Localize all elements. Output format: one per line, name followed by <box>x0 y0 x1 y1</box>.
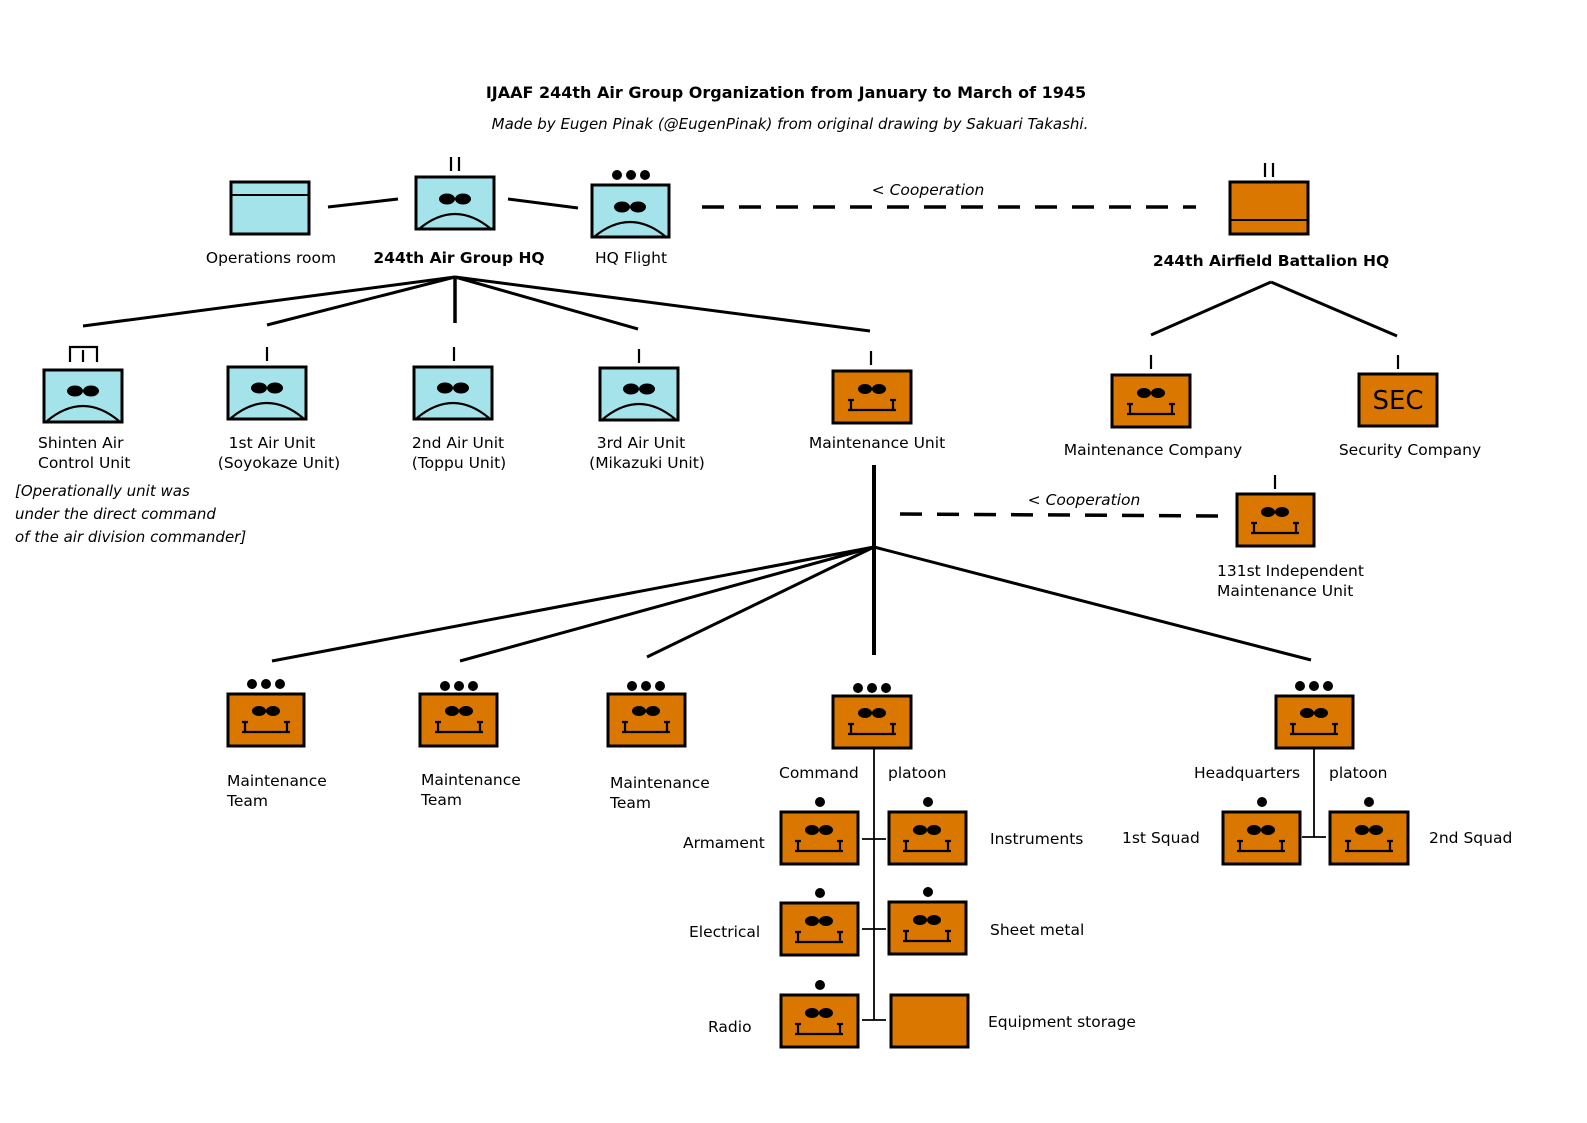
squad-2-symbol <box>1328 797 1410 866</box>
maintenance-team-1-label-line2: Team <box>226 792 268 810</box>
independent-unit-label-line2: Maintenance Unit <box>1217 582 1353 600</box>
squad-1-symbol <box>1221 797 1302 866</box>
maintenance-company-label: Maintenance Company <box>1064 441 1243 459</box>
diagram-title: IJAAF 244th Air Group Organization from … <box>486 83 1086 102</box>
hq-flight-symbol <box>590 170 671 239</box>
cooperation-label-mid: < Cooperation <box>1028 491 1141 509</box>
air-group-hq-label: 244th Air Group HQ <box>373 249 544 267</box>
command-label: Command <box>779 764 859 782</box>
air-unit-3-symbol <box>598 349 680 422</box>
headquarters-platoon-symbol <box>1274 681 1355 750</box>
maintenance-company-symbol <box>1110 355 1192 429</box>
connectors <box>82 197 1398 1021</box>
hq-flight-label: HQ Flight <box>595 249 667 267</box>
maintenance-unit-label: Maintenance Unit <box>809 434 945 452</box>
operational-note-line2: under the direct command <box>15 505 216 523</box>
headquarters-platoon-label: platoon <box>1329 764 1388 782</box>
air-unit-2-label-line2: (Toppu Unit) <box>412 454 506 472</box>
maintenance-team-3-label-line1: Maintenance <box>610 774 710 792</box>
maintenance-team-2-label-line2: Team <box>420 791 462 809</box>
independent-unit-label-line1: 131st Independent <box>1217 562 1364 580</box>
command-platoon-symbol <box>831 683 913 750</box>
squad-1-label: 1st Squad <box>1122 829 1200 847</box>
security-company-label: Security Company <box>1339 441 1481 459</box>
operational-note-line1: [Operationally unit was <box>15 482 190 500</box>
armament-label: Armament <box>683 834 765 852</box>
air-unit-2-label-line1: 2nd Air Unit <box>412 434 504 452</box>
air-unit-2-symbol <box>412 347 494 421</box>
squad-2-label: 2nd Squad <box>1429 829 1512 847</box>
cooperation-label-top: < Cooperation <box>872 181 985 199</box>
operational-note-line3: of the air division commander] <box>15 528 246 546</box>
diagram-subtitle: Made by Eugen Pinak (@EugenPinak) from o… <box>492 115 1089 133</box>
maintenance-team-2-label-line1: Maintenance <box>421 771 521 789</box>
headquarters-label: Headquarters <box>1194 764 1300 782</box>
electrical-label: Electrical <box>689 923 760 941</box>
armament-section-symbol <box>779 797 860 866</box>
security-company-sec-text: SEC <box>1372 386 1423 416</box>
air-group-hq-symbol <box>414 157 496 231</box>
equipment-storage-symbol <box>889 993 970 1049</box>
maintenance-team-1-symbol <box>226 679 306 748</box>
radio-section-symbol <box>779 980 860 1049</box>
operations-room-symbol <box>229 180 311 236</box>
independent-maintenance-unit-symbol <box>1235 492 1316 548</box>
air-unit-1-label-line2: (Soyokaze Unit) <box>218 454 340 472</box>
airfield-battalion-hq-label: 244th Airfield Battalion HQ <box>1153 252 1389 270</box>
maintenance-team-2-symbol <box>418 681 499 748</box>
shinten-unit-symbol <box>42 345 124 424</box>
instruments-label: Instruments <box>990 830 1083 848</box>
equipment-storage-label: Equipment storage <box>988 1013 1136 1031</box>
instruments-section-symbol <box>887 797 968 866</box>
sheet-metal-section-symbol <box>887 887 968 956</box>
operations-room-label: Operations room <box>206 249 336 267</box>
shinten-unit-label-line1: Shinten Air <box>38 434 124 452</box>
security-company-symbol: SEC <box>1357 355 1439 428</box>
air-unit-3-label-line2: (Mikazuki Unit) <box>589 454 705 472</box>
air-unit-1-label-line1: 1st Air Unit <box>229 434 316 452</box>
maintenance-team-3-label-line2: Team <box>609 794 651 812</box>
electrical-section-symbol <box>779 888 860 957</box>
air-unit-1-symbol <box>226 347 308 421</box>
shinten-unit-label-line2: Control Unit <box>38 454 131 472</box>
maintenance-unit-symbol <box>831 351 913 425</box>
command-platoon-label: platoon <box>888 764 947 782</box>
sheet-metal-label: Sheet metal <box>990 921 1084 939</box>
airfield-battalion-hq-symbol <box>1228 163 1310 236</box>
air-unit-3-label-line1: 3rd Air Unit <box>597 434 686 452</box>
radio-label: Radio <box>708 1018 752 1036</box>
maintenance-team-1-label-line1: Maintenance <box>227 772 327 790</box>
maintenance-team-3-symbol <box>606 681 687 748</box>
